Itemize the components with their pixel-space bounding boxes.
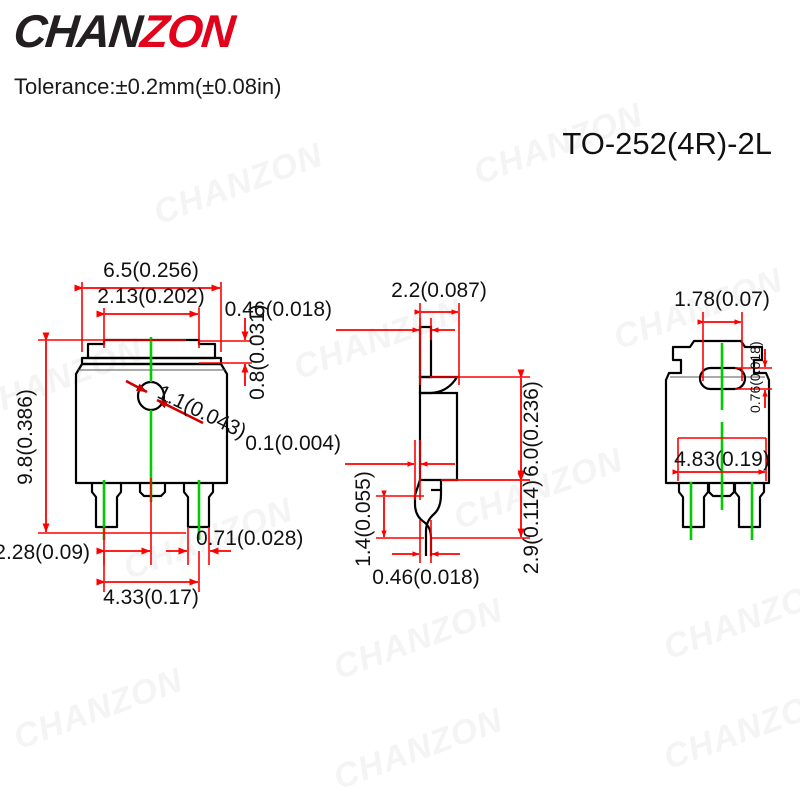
side-view-lead	[413, 479, 443, 556]
side-view: 2.2(0.087) 0.46(0.018) 6.0(0.236)	[225, 279, 543, 589]
front-view-outline	[664, 339, 771, 485]
dim-label-tab-thickness: 0.46(0.018)	[225, 298, 332, 321]
dim-label-body-height: 9.8(0.386)	[14, 389, 37, 485]
dim-label-lead-thickness: 0.46(0.018)	[372, 566, 479, 589]
side-view-body	[418, 391, 459, 482]
dim-label-seating-height: 2.9(0.114)	[520, 480, 543, 574]
dim-label-lead-width: 0.71(0.028)	[196, 527, 303, 550]
page-title: TO-252(4R)-2L	[562, 126, 772, 161]
dim-label-tab-length: 2.2(0.087)	[391, 279, 487, 302]
dim-seating-height	[432, 472, 530, 539]
dim-body-width	[672, 437, 767, 481]
tolerance-note: Tolerance:±0.2mm(±0.08in)	[14, 74, 282, 99]
dim-label-slot-width: 1.78(0.07)	[674, 288, 770, 311]
dim-slot-height	[735, 349, 772, 408]
dim-label-tab-height: 0.8(0.031)	[246, 304, 269, 400]
dim-lead-pitch	[96, 551, 200, 592]
dim-label-lead-offset: 2.28(0.09)	[0, 541, 90, 564]
dim-label-lead-pitch: 4.33(0.17)	[103, 586, 199, 609]
dim-lead-thickness	[392, 520, 460, 563]
dim-body-height	[38, 332, 186, 534]
side-view-shoulder	[418, 375, 459, 395]
dim-label-tab-width: 2.13(0.202)	[97, 285, 204, 308]
dim-lead-width	[166, 527, 231, 565]
dim-label-body-width: 4.83(0.19)	[674, 448, 770, 471]
dim-label-lead-length: 1.4(0.055)	[352, 471, 375, 567]
top-view-leads	[90, 483, 215, 529]
dim-slot-width	[697, 312, 743, 381]
dim-label-width-overall: 6.5(0.256)	[103, 259, 199, 282]
side-view-tab	[418, 325, 433, 379]
dim-label-hole-diameter: 1.1(0.043)	[154, 381, 250, 444]
dim-hole-diameter-leader	[125, 379, 204, 425]
dim-label-body-depth: 6.0(0.236)	[520, 381, 543, 477]
dim-label-slot-height: 0.76(0.018)	[747, 341, 763, 413]
dim-tab-thickness	[336, 318, 455, 340]
front-view: 1.78(0.07) 0.76(0.018) 4.83(0.19)	[664, 288, 772, 540]
dim-tab-height	[199, 318, 252, 386]
front-view-centerlines	[689, 343, 754, 540]
dim-standoff	[345, 440, 455, 500]
dim-lead-length	[376, 490, 424, 539]
dim-lead-offset	[96, 478, 152, 565]
dim-tab-length	[414, 303, 460, 385]
dim-label-standoff: 0.1(0.004)	[245, 432, 341, 455]
